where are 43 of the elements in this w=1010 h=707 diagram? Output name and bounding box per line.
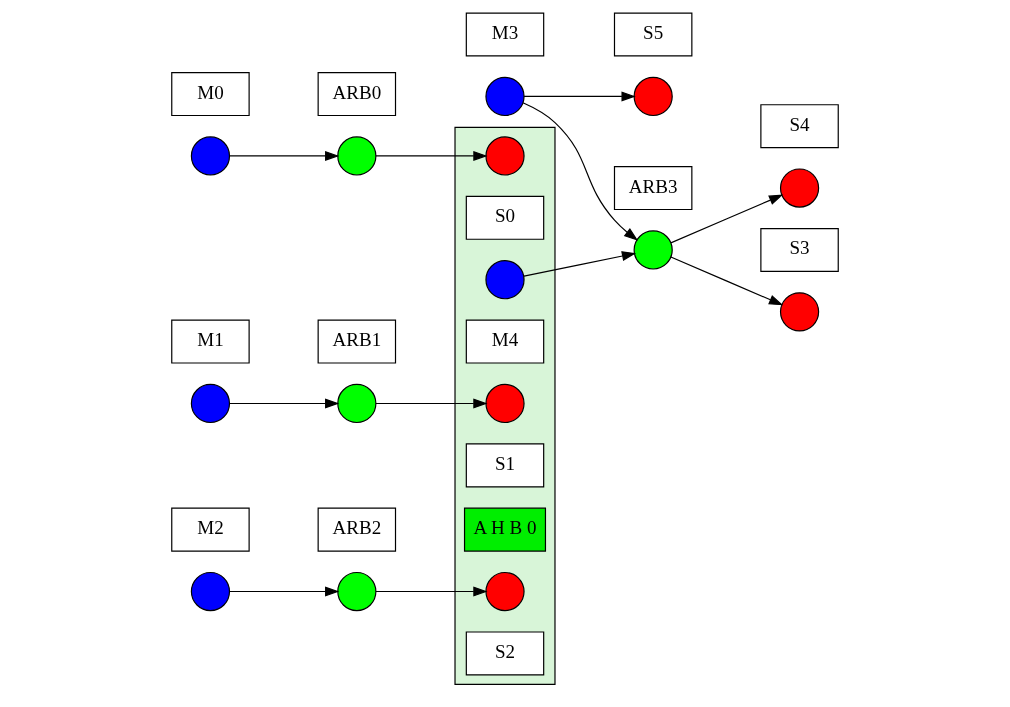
node-box: S2 (465, 631, 545, 676)
node-box: S3 (760, 227, 839, 272)
arrow (375, 150, 488, 161)
node-circle (337, 571, 377, 612)
node-circle (337, 136, 377, 176)
node-box: M4 (465, 319, 545, 364)
node-box: ARB0 (317, 72, 397, 117)
node-box: S1 (465, 443, 545, 488)
node-circle (633, 230, 673, 270)
arrow (375, 586, 488, 597)
node-box: ARB3 (613, 166, 693, 211)
cluster (454, 126, 556, 685)
node-circle (190, 571, 231, 612)
node-box: M2 (171, 507, 250, 552)
node-box: M1 (171, 319, 250, 364)
node-circle (337, 383, 377, 424)
node-circle (485, 76, 525, 117)
node-box: S4 (760, 104, 839, 149)
node-box: S0 (465, 195, 545, 240)
arrow (522, 102, 639, 241)
node-circle (485, 571, 525, 612)
node-circle (190, 383, 231, 424)
arrow (523, 91, 636, 102)
node-box: ARB1 (317, 319, 397, 364)
node-circle (779, 292, 820, 332)
node-circle (485, 383, 525, 424)
arrow (670, 256, 784, 306)
arrow (229, 586, 340, 597)
node-box: ARB2 (317, 507, 397, 552)
node-box: S5 (613, 12, 693, 57)
node-circle (485, 136, 525, 176)
node-circle (633, 76, 673, 117)
arrow (523, 251, 637, 277)
arrow (375, 398, 488, 409)
arrow (670, 194, 784, 244)
node-circle (190, 136, 231, 176)
arrow (229, 398, 340, 409)
node-box: M3 (465, 12, 545, 57)
node-circle (779, 168, 820, 208)
node-circle (485, 260, 525, 300)
arrow (229, 150, 340, 161)
node-box: A H B 0 (463, 507, 547, 552)
node-box: M0 (171, 72, 250, 117)
